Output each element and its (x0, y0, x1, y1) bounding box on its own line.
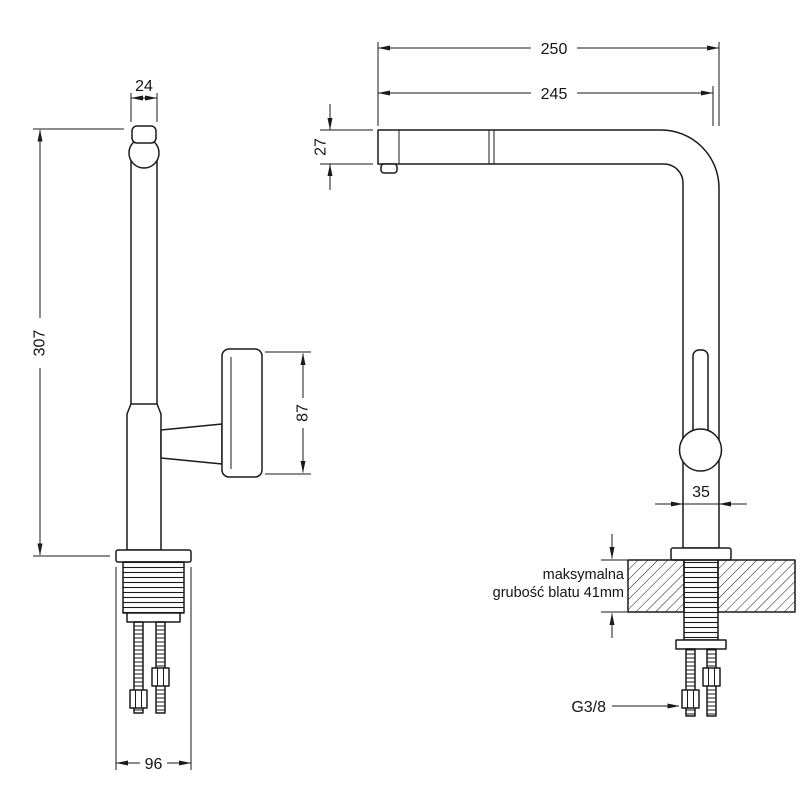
countertop-note-line1: maksymalna (543, 567, 625, 583)
front-spout-pipe (130, 149, 158, 409)
front-mounting-nut (151, 667, 170, 687)
dimension-spout-end-height: 27 (313, 104, 373, 190)
side-handle-ball (678, 428, 723, 472)
front-mounting-washer (126, 612, 181, 623)
side-mounting-washer (675, 639, 727, 650)
side-base-flange (670, 547, 732, 561)
nut-body (151, 667, 170, 687)
front-view: 24 307 87 96 (32, 78, 312, 773)
front-faucet-column (126, 403, 162, 551)
front-faucet-body (115, 125, 263, 714)
front-handle-joint (160, 423, 223, 465)
dimension-label: 96 (145, 756, 163, 773)
dimension-body-diameter: 35 (655, 484, 747, 507)
dimension-spout-cap-width: 24 (130, 78, 158, 122)
front-threaded-shank (122, 561, 185, 614)
aerator-nozzle (380, 163, 398, 174)
side-mounting-nut (681, 689, 700, 709)
side-handle-lever (692, 349, 709, 437)
dimension-total-reach: 250 (377, 41, 720, 126)
side-view: 250 245 27 35 maksymalna gru (313, 41, 796, 717)
dimension-countertop-thickness: maksymalna grubość blatu 41mm (493, 534, 628, 638)
dimension-label: 35 (692, 484, 710, 501)
dimension-label: 24 (135, 78, 153, 95)
dimension-base-width: 96 (115, 567, 192, 773)
countertop-section-left (627, 559, 685, 613)
dimension-label: 250 (541, 41, 568, 58)
nut-body (702, 667, 721, 687)
thread-connection-label: G3/8 (571, 699, 606, 716)
dimension-total-height: 307 (32, 128, 124, 557)
nut-body (681, 689, 700, 709)
front-spout-cap (131, 125, 157, 144)
side-faucet-outline (377, 129, 720, 549)
side-mounting-stud (685, 648, 696, 717)
dimension-label: 245 (541, 86, 568, 103)
side-faucet-body (377, 129, 796, 717)
front-mounting-stud (133, 621, 144, 714)
side-mounting-nut (702, 667, 721, 687)
nut-body (129, 689, 148, 709)
dimension-spout-reach: 245 (378, 86, 714, 126)
dimension-label: 307 (32, 330, 49, 357)
countertop-section-right (717, 559, 796, 613)
countertop-note-line2: grubość blatu 41mm (493, 585, 624, 601)
side-threaded-shank (683, 559, 719, 641)
dimension-label: 27 (313, 138, 330, 156)
dimension-label: 87 (295, 404, 312, 422)
front-handle-lever (221, 348, 263, 478)
front-mounting-nut (129, 689, 148, 709)
thread-connection-callout: G3/8 (571, 699, 680, 716)
front-base-flange (115, 549, 192, 563)
dimension-handle-length: 87 (265, 351, 312, 475)
